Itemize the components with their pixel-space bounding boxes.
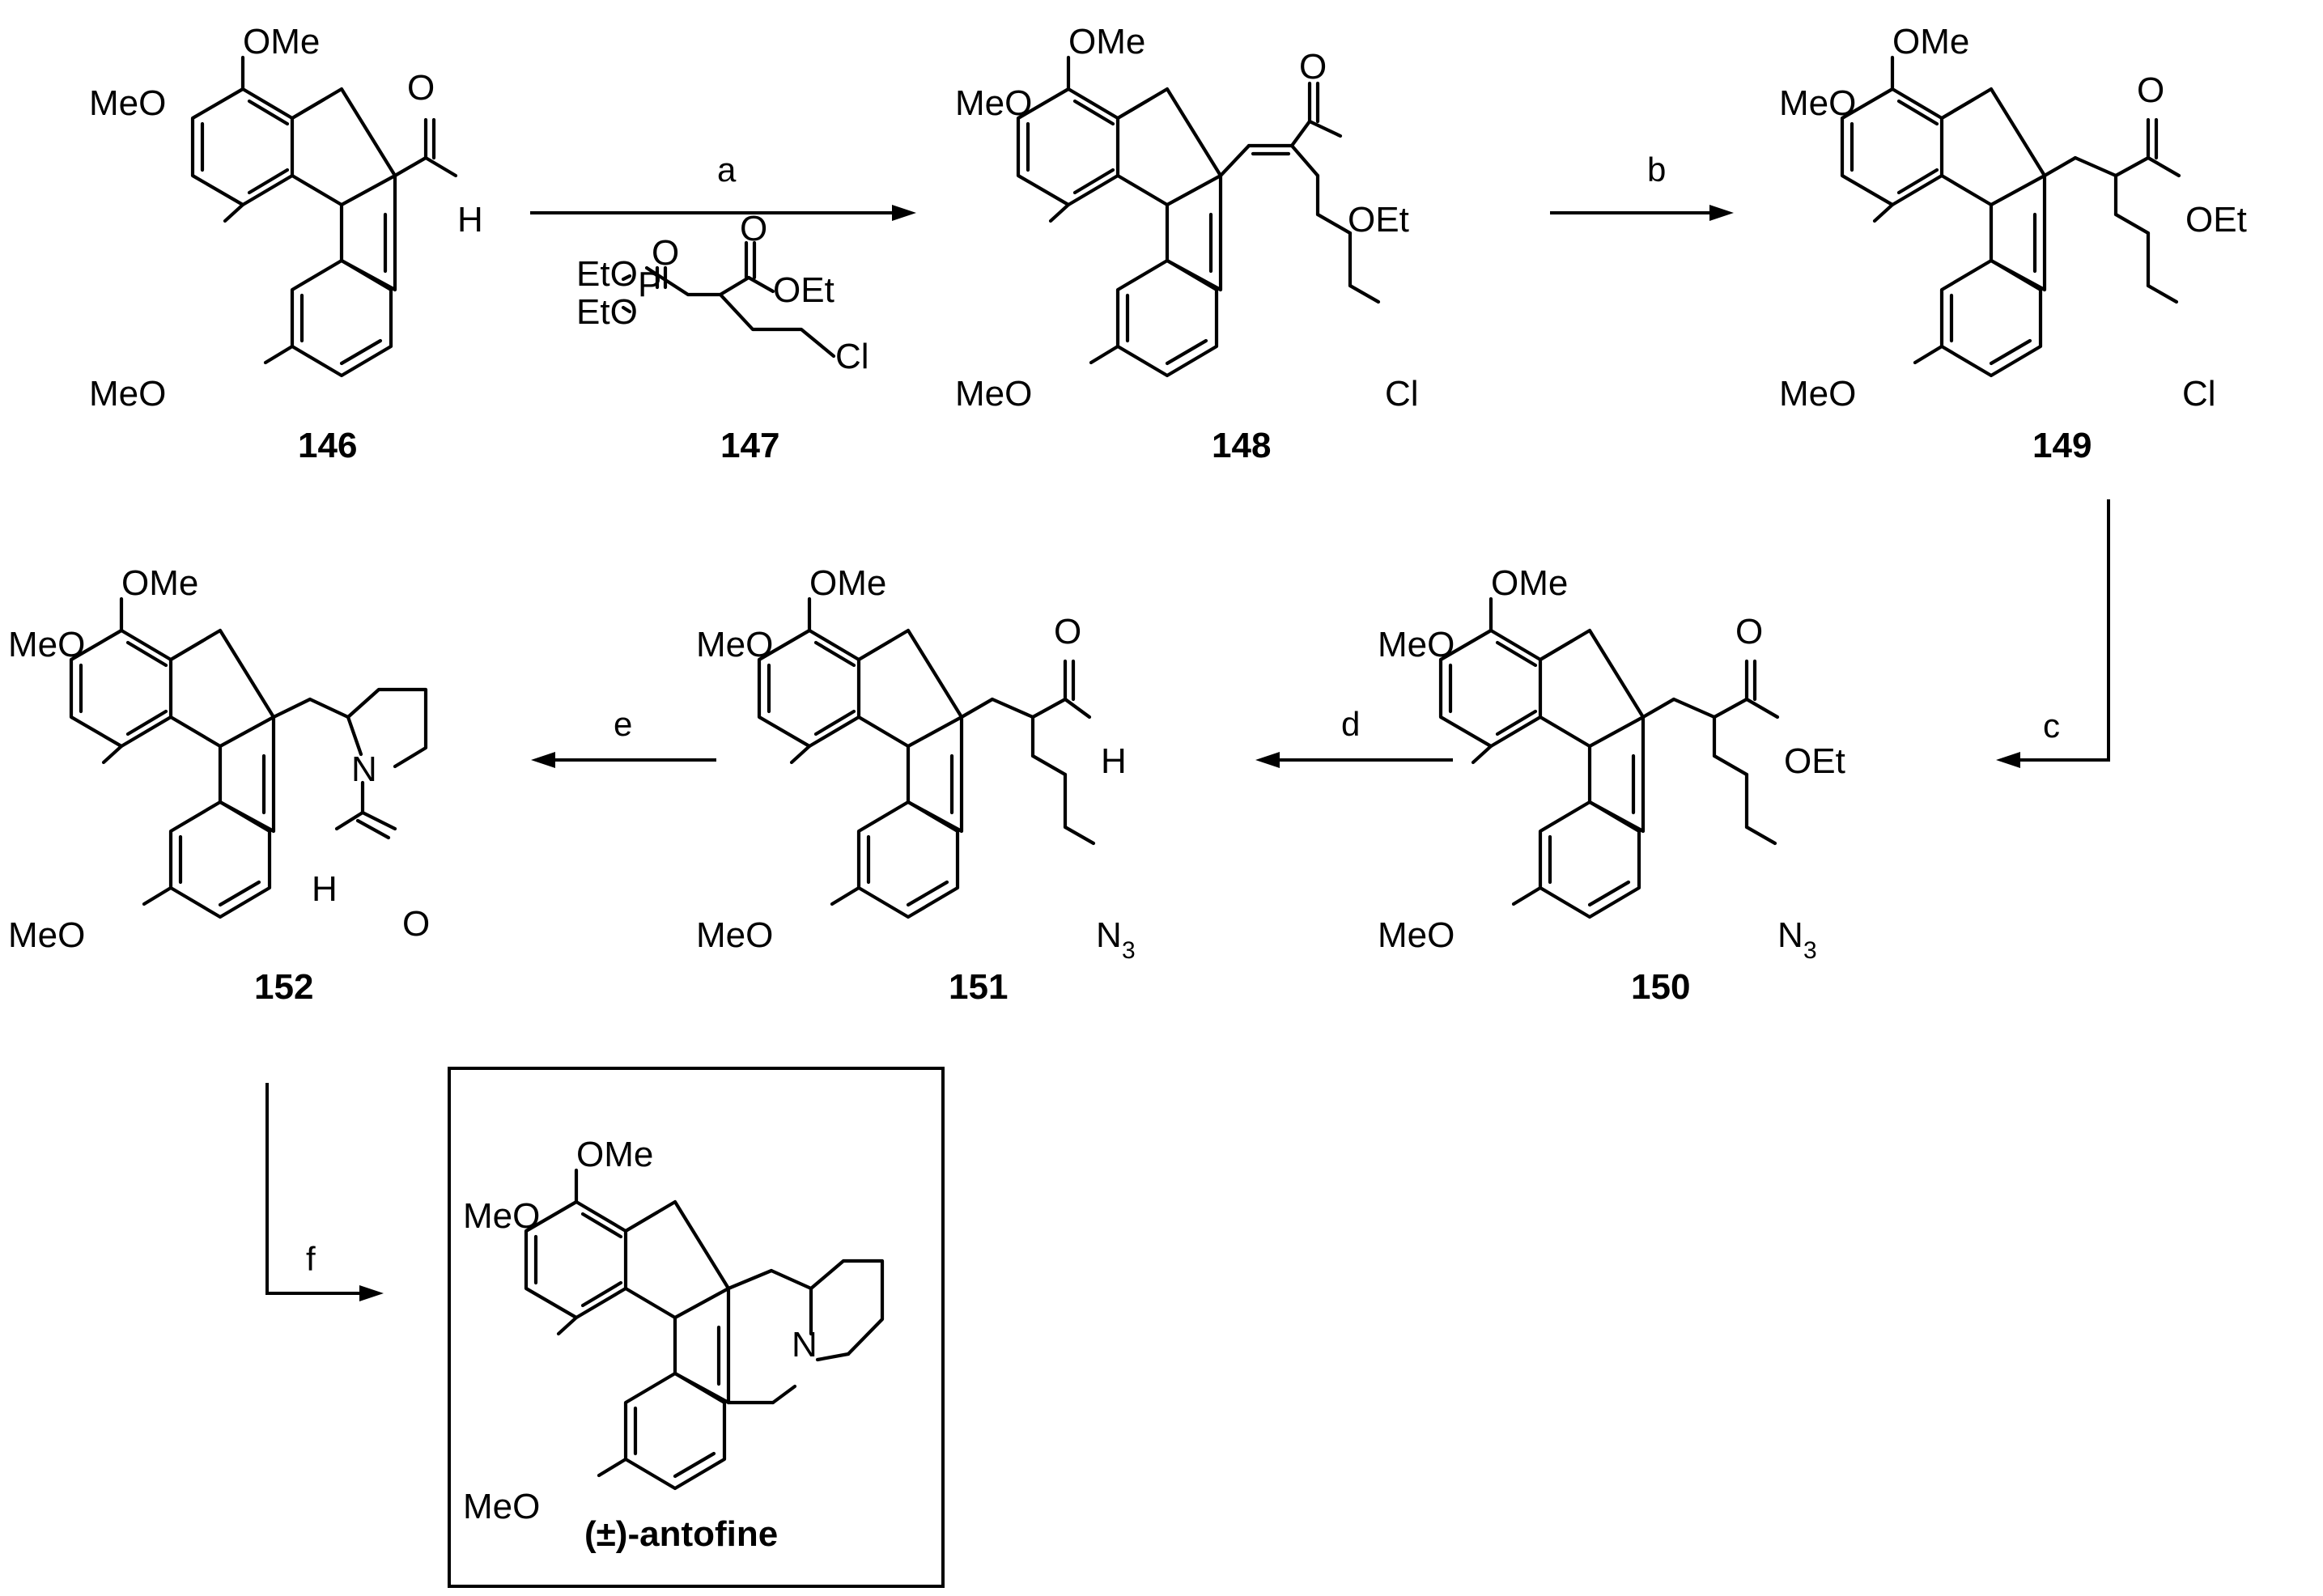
reaction-arrow-d	[1255, 752, 1453, 768]
atom-label: H	[1101, 741, 1127, 781]
compound-label-antofine: (±)-antofine	[584, 1514, 778, 1554]
atom-label: MeO	[463, 1487, 540, 1526]
atom-label: MeO	[1779, 374, 1856, 414]
product-box	[448, 1067, 945, 1588]
atom-label: OMe	[576, 1135, 653, 1174]
step-label-d: d	[1341, 705, 1360, 743]
atom-label: OEt	[773, 270, 834, 310]
atom-label: N	[351, 749, 377, 789]
atom-label: MeO	[89, 83, 166, 123]
compound-label-147: 147	[720, 426, 779, 465]
compound-label-148: 148	[1212, 426, 1271, 465]
reaction-arrow-a	[530, 205, 916, 221]
reaction-arrow-b	[1550, 205, 1734, 221]
compound-151	[759, 599, 1096, 917]
compound-149	[1842, 57, 2181, 376]
atom-label: 3	[1803, 937, 1817, 964]
step-label-f: f	[306, 1240, 316, 1278]
atom-label: H	[312, 869, 338, 909]
reaction-arrow-c	[1996, 499, 2110, 768]
compound-label-146: 146	[298, 426, 357, 465]
atom-label: OMe	[1892, 22, 1969, 62]
atom-label: MeO	[696, 915, 773, 955]
atom-label: OMe	[243, 22, 320, 62]
atom-label: O	[652, 233, 679, 273]
atom-label: OMe	[1491, 563, 1568, 603]
reaction-arrow-f	[265, 1083, 384, 1301]
atom-label: MeO	[1779, 83, 1856, 123]
reaction-arrow-e	[531, 752, 716, 768]
atom-label: Cl	[2182, 374, 2216, 414]
atom-label: 3	[1122, 937, 1136, 964]
compound-150	[1441, 599, 1780, 917]
atom-label: O	[1299, 47, 1327, 87]
atom-label: O	[407, 68, 435, 108]
compound-152	[71, 599, 428, 917]
atom-label: P	[638, 265, 661, 304]
atom-label: MeO	[1378, 625, 1455, 664]
atom-label: OMe	[809, 563, 886, 603]
compound-label-152: 152	[254, 967, 313, 1007]
atom-label: MeO	[8, 915, 85, 955]
atom-label: O	[1735, 612, 1763, 652]
step-label-c: c	[2043, 707, 2060, 745]
atom-label: MeO	[463, 1196, 540, 1236]
atom-label: OEt	[2185, 200, 2247, 240]
atom-label: N	[1096, 915, 1122, 955]
atom-label: O	[740, 209, 767, 248]
atom-label: Cl	[835, 337, 869, 376]
compound-antofine	[526, 1170, 885, 1488]
atom-label: OMe	[121, 563, 198, 603]
atom-label: N	[1777, 915, 1803, 955]
compound-148	[1018, 57, 1381, 376]
compound-label-149: 149	[2032, 426, 2092, 465]
atom-label: O	[402, 904, 430, 944]
atom-label: H	[457, 200, 483, 240]
atom-label: N	[792, 1325, 818, 1365]
compound-label-151: 151	[949, 967, 1008, 1007]
step-label-a: a	[717, 151, 737, 189]
compound-label-150: 150	[1631, 967, 1690, 1007]
atom-label: EtO	[576, 292, 638, 332]
atom-label: MeO	[955, 83, 1032, 123]
atom-label: MeO	[955, 374, 1032, 414]
atom-label: O	[1054, 612, 1081, 652]
atom-label: OEt	[1348, 200, 1409, 240]
atom-label: MeO	[696, 625, 773, 664]
compound-146	[193, 57, 458, 376]
atom-label: Cl	[1385, 374, 1419, 414]
compound-147	[621, 240, 836, 359]
atom-label: EtO	[576, 254, 638, 294]
atom-label: MeO	[8, 625, 85, 664]
step-label-b: b	[1647, 151, 1666, 189]
atom-label: OEt	[1784, 741, 1845, 781]
step-label-e: e	[614, 705, 632, 743]
atom-label: MeO	[89, 374, 166, 414]
atom-label: OMe	[1068, 22, 1145, 62]
atom-label: MeO	[1378, 915, 1455, 955]
atom-label: O	[2137, 70, 2164, 110]
